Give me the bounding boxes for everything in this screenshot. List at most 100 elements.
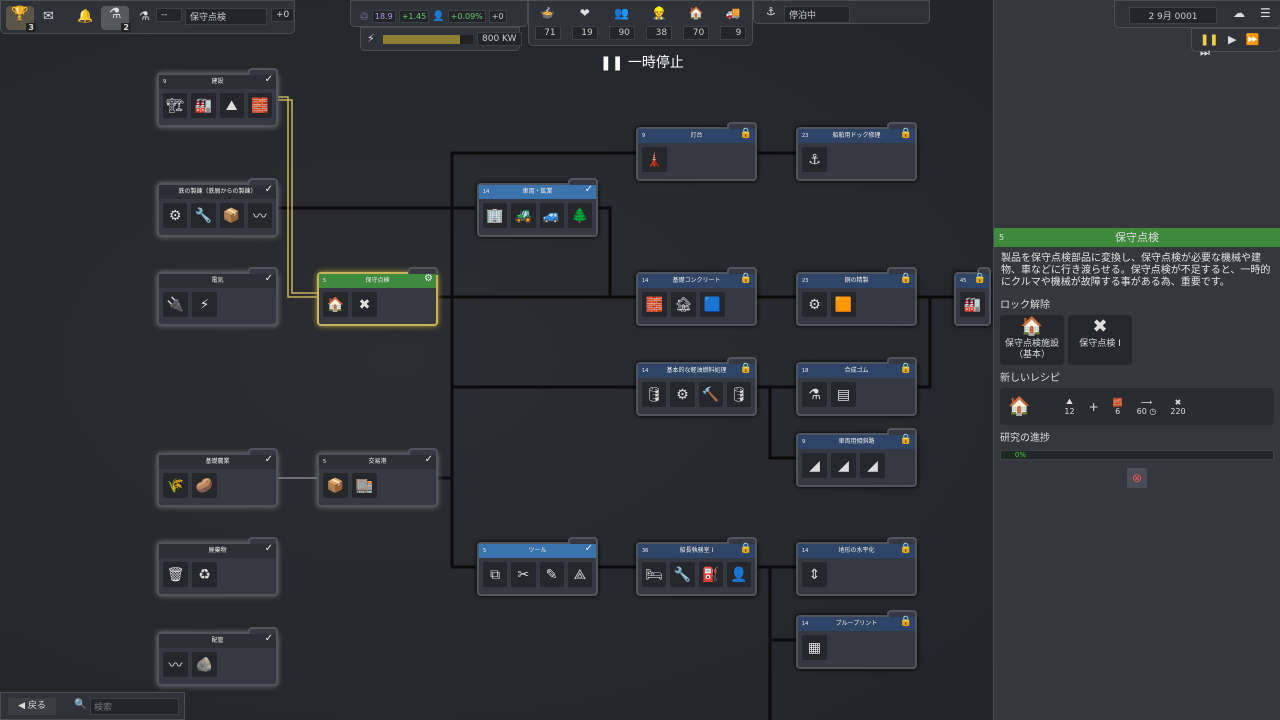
unlock-item-icon[interactable]: 🧱	[642, 292, 667, 317]
unlock-item-icon[interactable]: 🛢	[642, 382, 667, 407]
unlock-item-icon[interactable]: 🗑	[163, 562, 188, 587]
unlock-item-icon[interactable]: ▤	[831, 382, 856, 407]
unlock-item-icon[interactable]: 🏗	[163, 93, 188, 118]
unlock-item-icon[interactable]: ⚗	[802, 382, 827, 407]
unlock-product[interactable]: ✖保守点検 I	[1068, 315, 1132, 365]
stat-item[interactable]: 👷38	[646, 6, 673, 40]
unlock-item-icon[interactable]: ⛽	[698, 562, 723, 587]
search-input[interactable]	[90, 698, 179, 715]
unlock-item-icon[interactable]: 🏭	[960, 292, 985, 317]
unlock-item-icon[interactable]: 🏠	[323, 292, 348, 317]
stat-item[interactable]: 🍲71	[534, 6, 561, 40]
unlock-item-icon[interactable]: 〰	[247, 203, 272, 228]
node-tab	[727, 122, 757, 130]
ship-status[interactable]: 停泊中	[784, 6, 850, 23]
unlock-item-icon[interactable]: 🥔	[192, 473, 217, 498]
wrench-icon: ✖	[1092, 316, 1108, 337]
unlock-item-icon[interactable]: ⚙	[802, 292, 827, 317]
unlock-building[interactable]: 🏠保守点検施設（基本）	[1000, 315, 1064, 365]
unlock-item-icon[interactable]: ◢	[860, 453, 885, 478]
unlock-item-icon[interactable]: ✎	[539, 562, 564, 587]
play-button[interactable]: ▶	[1227, 33, 1237, 46]
unlock-item-icon[interactable]: 🔧	[191, 203, 216, 228]
tech-node[interactable]: 鉄の製錬（鉄屑からの製錬）✓⚙🔧📦〰	[157, 178, 278, 237]
unlock-item-icon[interactable]: ⚙	[163, 203, 188, 228]
unlock-item-icon[interactable]: ⇕	[802, 562, 827, 587]
unlock-item-icon[interactable]: 📦	[323, 473, 348, 498]
unlock-item-icon[interactable]: ⚓	[802, 147, 827, 172]
unlock-item-icon[interactable]: 🟧	[831, 292, 856, 317]
current-research[interactable]: 保守点検	[185, 8, 267, 25]
stat-item[interactable]: 👥90	[608, 6, 635, 40]
check-icon: ✓	[264, 633, 273, 644]
unlock-item-icon[interactable]: ⛰	[219, 93, 244, 118]
bell-icon[interactable]: 🔔	[77, 9, 94, 24]
unlock-item-icon[interactable]: ✖	[352, 292, 377, 317]
unlock-item-icon[interactable]: 🏚	[671, 292, 696, 317]
tech-node[interactable]: 配管✓〰🪨	[157, 627, 278, 686]
tech-node[interactable]: 廃棄物✓🗑♻	[157, 537, 278, 596]
unlock-item-icon[interactable]: ✂	[511, 562, 536, 587]
unlock-item-icon[interactable]: ◢	[802, 453, 827, 478]
unlock-item-icon[interactable]: 🛏	[642, 562, 667, 587]
back-button[interactable]: ◀ 戻る	[8, 698, 56, 715]
cancel-button[interactable]: ⊗	[1127, 468, 1147, 488]
unlock-item-icon[interactable]: 📦	[219, 203, 244, 228]
pause-button[interactable]: ❚❚	[1200, 33, 1219, 46]
unlock-item-icon[interactable]: ⧉	[483, 562, 508, 587]
unlock-item-icon[interactable]: 🏭	[191, 93, 216, 118]
recipe[interactable]: 🏠 ⛰12 + 🧱6 ⟶60 ◷ ✖220	[1000, 388, 1274, 425]
unlock-item-icon[interactable]: 〰	[163, 652, 188, 677]
unlock-item-icon[interactable]: 🏬	[352, 473, 377, 498]
research-button[interactable]: ⚗2	[101, 6, 131, 32]
unlock-item-icon[interactable]: 🚜	[511, 203, 536, 228]
node-tab	[248, 267, 278, 275]
unlock-item-icon[interactable]: 🔨	[698, 382, 723, 407]
fast-button[interactable]: ⏩	[1245, 33, 1260, 46]
unlock-item-icon[interactable]: 🔌	[163, 292, 188, 317]
unlock-item-icon[interactable]: ⟁	[567, 562, 592, 587]
unlock-item-icon[interactable]: 🌾	[163, 473, 188, 498]
unlock-item-icon[interactable]: 🧱	[247, 93, 272, 118]
unlock-item-icon[interactable]: 🔧	[670, 562, 695, 587]
unlock-item-icon[interactable]: 👤	[726, 562, 751, 587]
trophy-button[interactable]: 🏆3	[6, 6, 36, 32]
unlock-item-icon[interactable]: ⚡	[192, 292, 217, 317]
unlock-item-icon[interactable]: 🟦	[700, 292, 725, 317]
unlock-item-icon[interactable]: 🏢	[483, 203, 508, 228]
tech-node[interactable]: 45🔒🏭	[954, 267, 991, 326]
unlock-item-icon[interactable]: ♻	[192, 562, 217, 587]
stat-item[interactable]: 🚚9	[720, 6, 747, 40]
menu-icon[interactable]: ☰	[1260, 6, 1271, 20]
unlock-item-icon[interactable]: 🪨	[192, 652, 217, 677]
unlock-item-icon[interactable]: ⚙	[670, 382, 695, 407]
tech-node[interactable]: 基礎農業✓🌾🥔	[157, 448, 278, 507]
mail-icon[interactable]: ✉	[43, 9, 54, 24]
unlock-item-icon[interactable]: 🗼	[642, 147, 667, 172]
stat-item[interactable]: 🏠70	[683, 6, 710, 40]
unlock-item-icon[interactable]: 🚙	[539, 203, 564, 228]
tech-node[interactable]: 電気✓🔌⚡	[157, 267, 278, 326]
unlock-item-icon[interactable]: 🌲	[567, 203, 592, 228]
unlock-item-icon[interactable]: ▦	[802, 635, 827, 660]
fastest-button[interactable]: ⏭	[1200, 46, 1210, 59]
stat-item[interactable]: ❤19	[571, 6, 598, 40]
unlock-item-icon[interactable]: 🛢	[726, 382, 751, 407]
unlock-item-icon[interactable]: ◢	[831, 453, 856, 478]
